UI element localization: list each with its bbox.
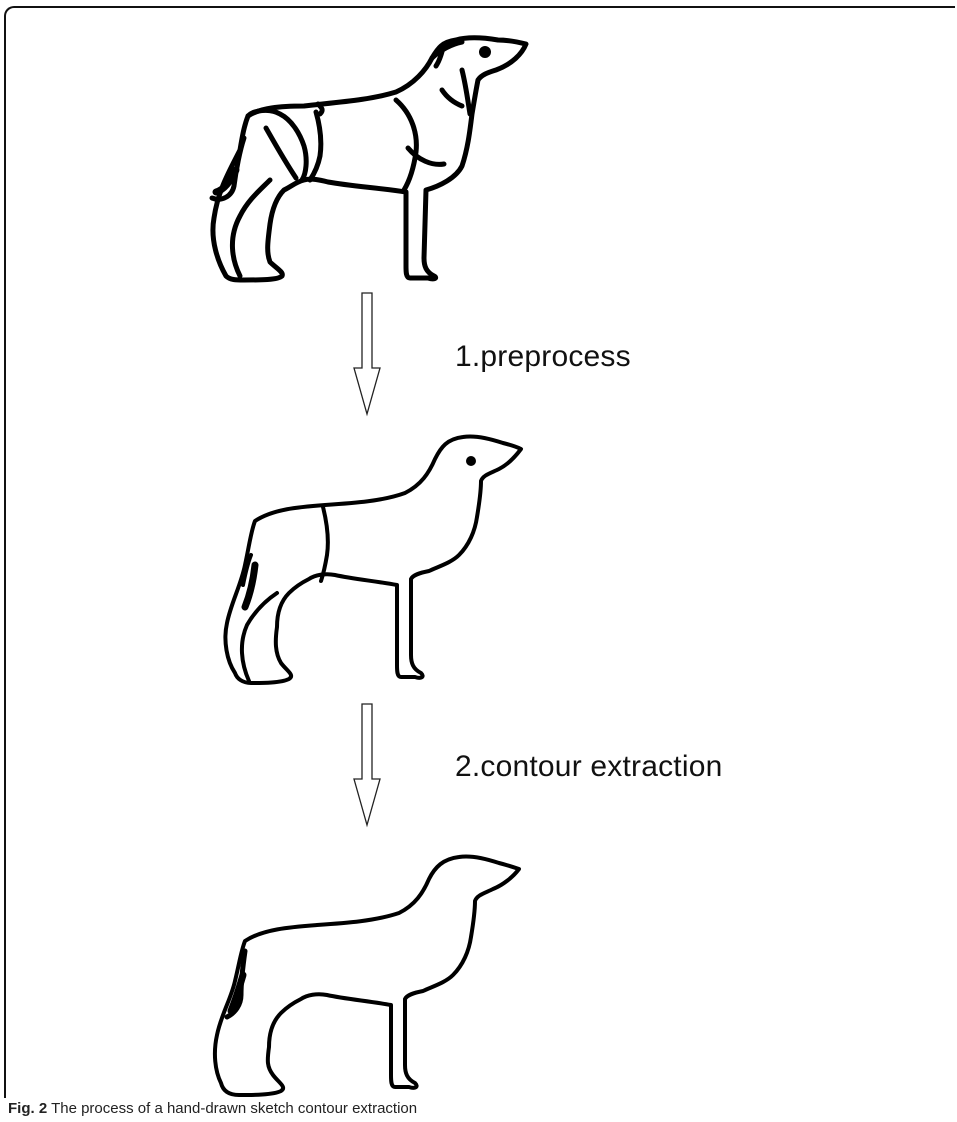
- figure-number: Fig. 2: [8, 1100, 48, 1117]
- step-label-preprocess: 1.preprocess: [455, 340, 631, 373]
- figure-caption: Fig. 2 The process of a hand-drawn sketc…: [8, 1100, 417, 1117]
- dog-contour-icon: [212, 854, 521, 1097]
- dog-sketch-preprocessed-icon: [223, 434, 523, 685]
- figure-frame: [4, 6, 955, 1098]
- down-arrow-icon: [353, 703, 381, 828]
- figure-caption-text: The process of a hand-drawn sketch conto…: [51, 1100, 418, 1117]
- step-label-contour-extraction: 2.contour extraction: [455, 750, 723, 783]
- dog-sketch-raw-icon: [209, 35, 529, 283]
- down-arrow-icon: [353, 292, 381, 417]
